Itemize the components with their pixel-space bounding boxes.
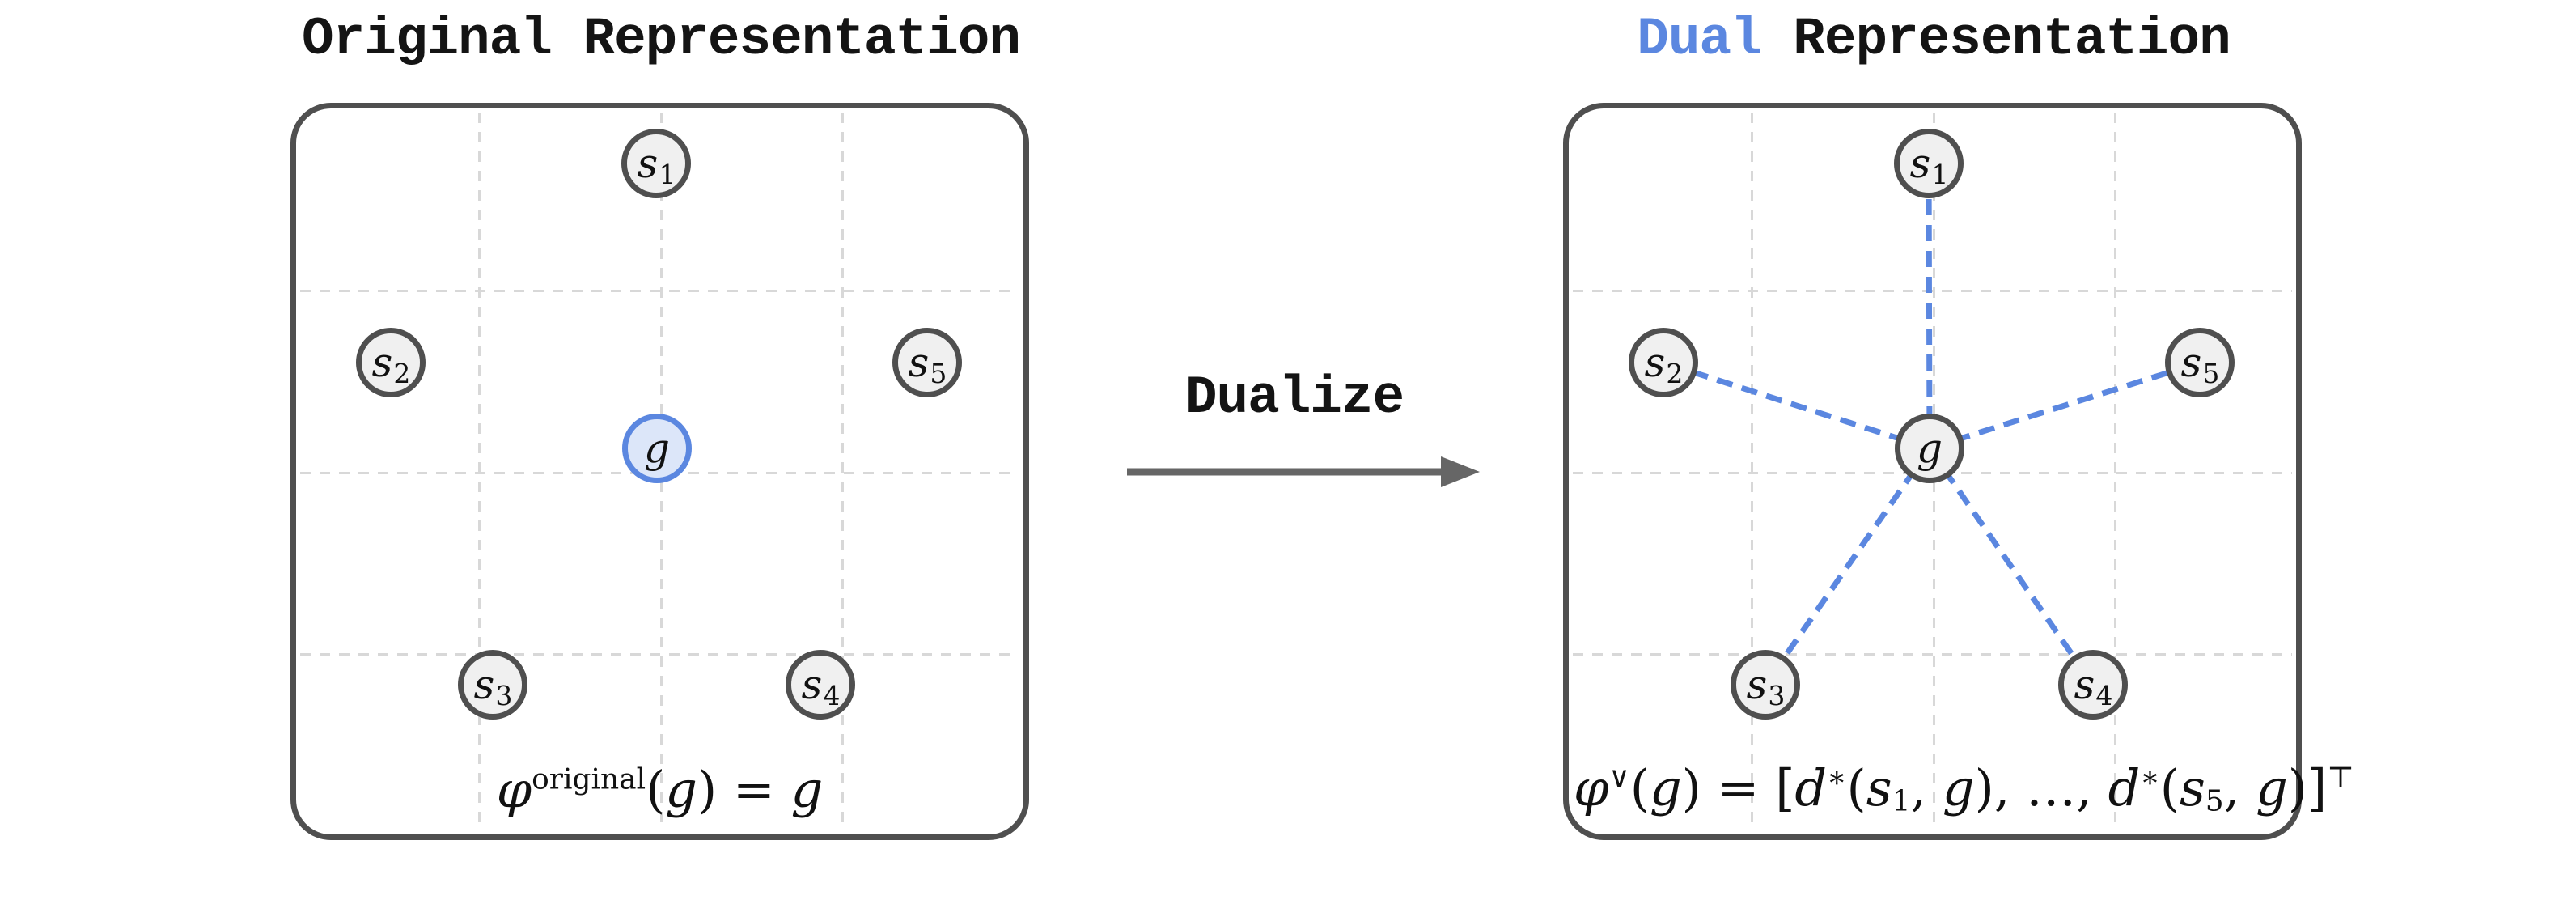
text-segment: ( [646, 759, 666, 819]
node-label-subscript: 4 [2095, 679, 2113, 711]
node-label-subscript: 2 [1666, 357, 1684, 389]
edges-layer [1662, 163, 2201, 686]
dual-formula: φ∨(g) = [d∗(s1, g), …, d∗(s5, g)]⊤ [1574, 758, 2354, 818]
node-label-subscript: 5 [930, 357, 947, 389]
edge-g-s1 [1926, 163, 1933, 449]
node-label-subscript: 1 [1931, 158, 1949, 190]
node-label-subscript: 1 [659, 158, 676, 190]
dualize-label: Dualize [1184, 367, 1405, 428]
node-g: g [622, 414, 692, 483]
original-formula: φoriginal(g) = g [301, 761, 1019, 818]
text-segment: ∨ [1608, 761, 1630, 795]
edge-g-s5 [1928, 359, 2201, 452]
node-label-subscript: 5 [2202, 357, 2220, 389]
text-segment: Representation [1761, 9, 2231, 70]
text-segment: g [790, 759, 824, 819]
text-segment: g [665, 759, 697, 819]
node-label: s [2074, 661, 2095, 708]
node-label-subscript: 4 [823, 679, 841, 711]
grid-line-horizontal [1573, 290, 2292, 293]
original-representation-title: Original Representation [244, 6, 1078, 74]
text-segment: ∗ [1827, 761, 1847, 795]
node-label: g [643, 425, 670, 472]
node-label: s [473, 661, 495, 708]
dual-representation-title: Dual Representation [1517, 6, 2350, 74]
node-label-subscript: 3 [1768, 679, 1786, 711]
node-label: s [908, 339, 930, 386]
text-segment: ∗ [2140, 761, 2160, 795]
edge-g-s3 [1763, 447, 1932, 686]
text-segment: ⊤ [2327, 761, 2354, 795]
dualize-arrowhead [1441, 456, 1480, 487]
text-segment: 1 [1892, 784, 1911, 818]
node-label-subscript: 2 [393, 357, 411, 389]
text-segment: g [2256, 758, 2288, 818]
node-label: s [1644, 339, 1666, 386]
text-segment: ) = [697, 759, 791, 819]
node-label: s [637, 140, 659, 187]
text-segment: d [1794, 758, 1828, 818]
text-segment: g [1942, 758, 1975, 818]
text-segment: original [532, 762, 646, 796]
grid-line-horizontal [1573, 652, 2292, 656]
text-segment: φ [1574, 758, 1609, 818]
text-segment: s [1866, 758, 1892, 818]
text-segment: d [2108, 758, 2141, 818]
text-segment: g [1649, 758, 1682, 818]
edge-g-s2 [1662, 359, 1931, 452]
text-segment: ( [2159, 758, 2180, 818]
node-label: s [801, 661, 823, 708]
text-segment: Dual [1637, 9, 1762, 70]
node-label: s [371, 339, 393, 386]
node-g: g [1895, 414, 1964, 483]
text-segment: , [1910, 758, 1943, 818]
node-label: s [1909, 140, 1931, 187]
node-label: s [1746, 661, 1768, 708]
grid-line-horizontal [300, 652, 1019, 656]
dualize-arrow [1127, 456, 1480, 487]
text-segment: ( [1629, 758, 1650, 818]
text-segment: Original Representation [302, 9, 1021, 70]
grid-line-horizontal [300, 290, 1019, 293]
node-label: g [1916, 425, 1943, 472]
node-label-subscript: 3 [495, 679, 513, 711]
text-segment: , [2223, 758, 2256, 818]
text-segment: s [2179, 758, 2205, 818]
text-segment: ( [1846, 758, 1866, 818]
text-segment: 5 [2205, 784, 2224, 818]
text-segment: ), …, [1974, 758, 2108, 818]
text-segment: )] [2287, 758, 2328, 818]
node-label: s [2180, 339, 2202, 386]
text-segment: ) = [ [1681, 758, 1795, 818]
text-segment: φ [496, 759, 532, 819]
edge-g-s4 [1927, 447, 2095, 686]
